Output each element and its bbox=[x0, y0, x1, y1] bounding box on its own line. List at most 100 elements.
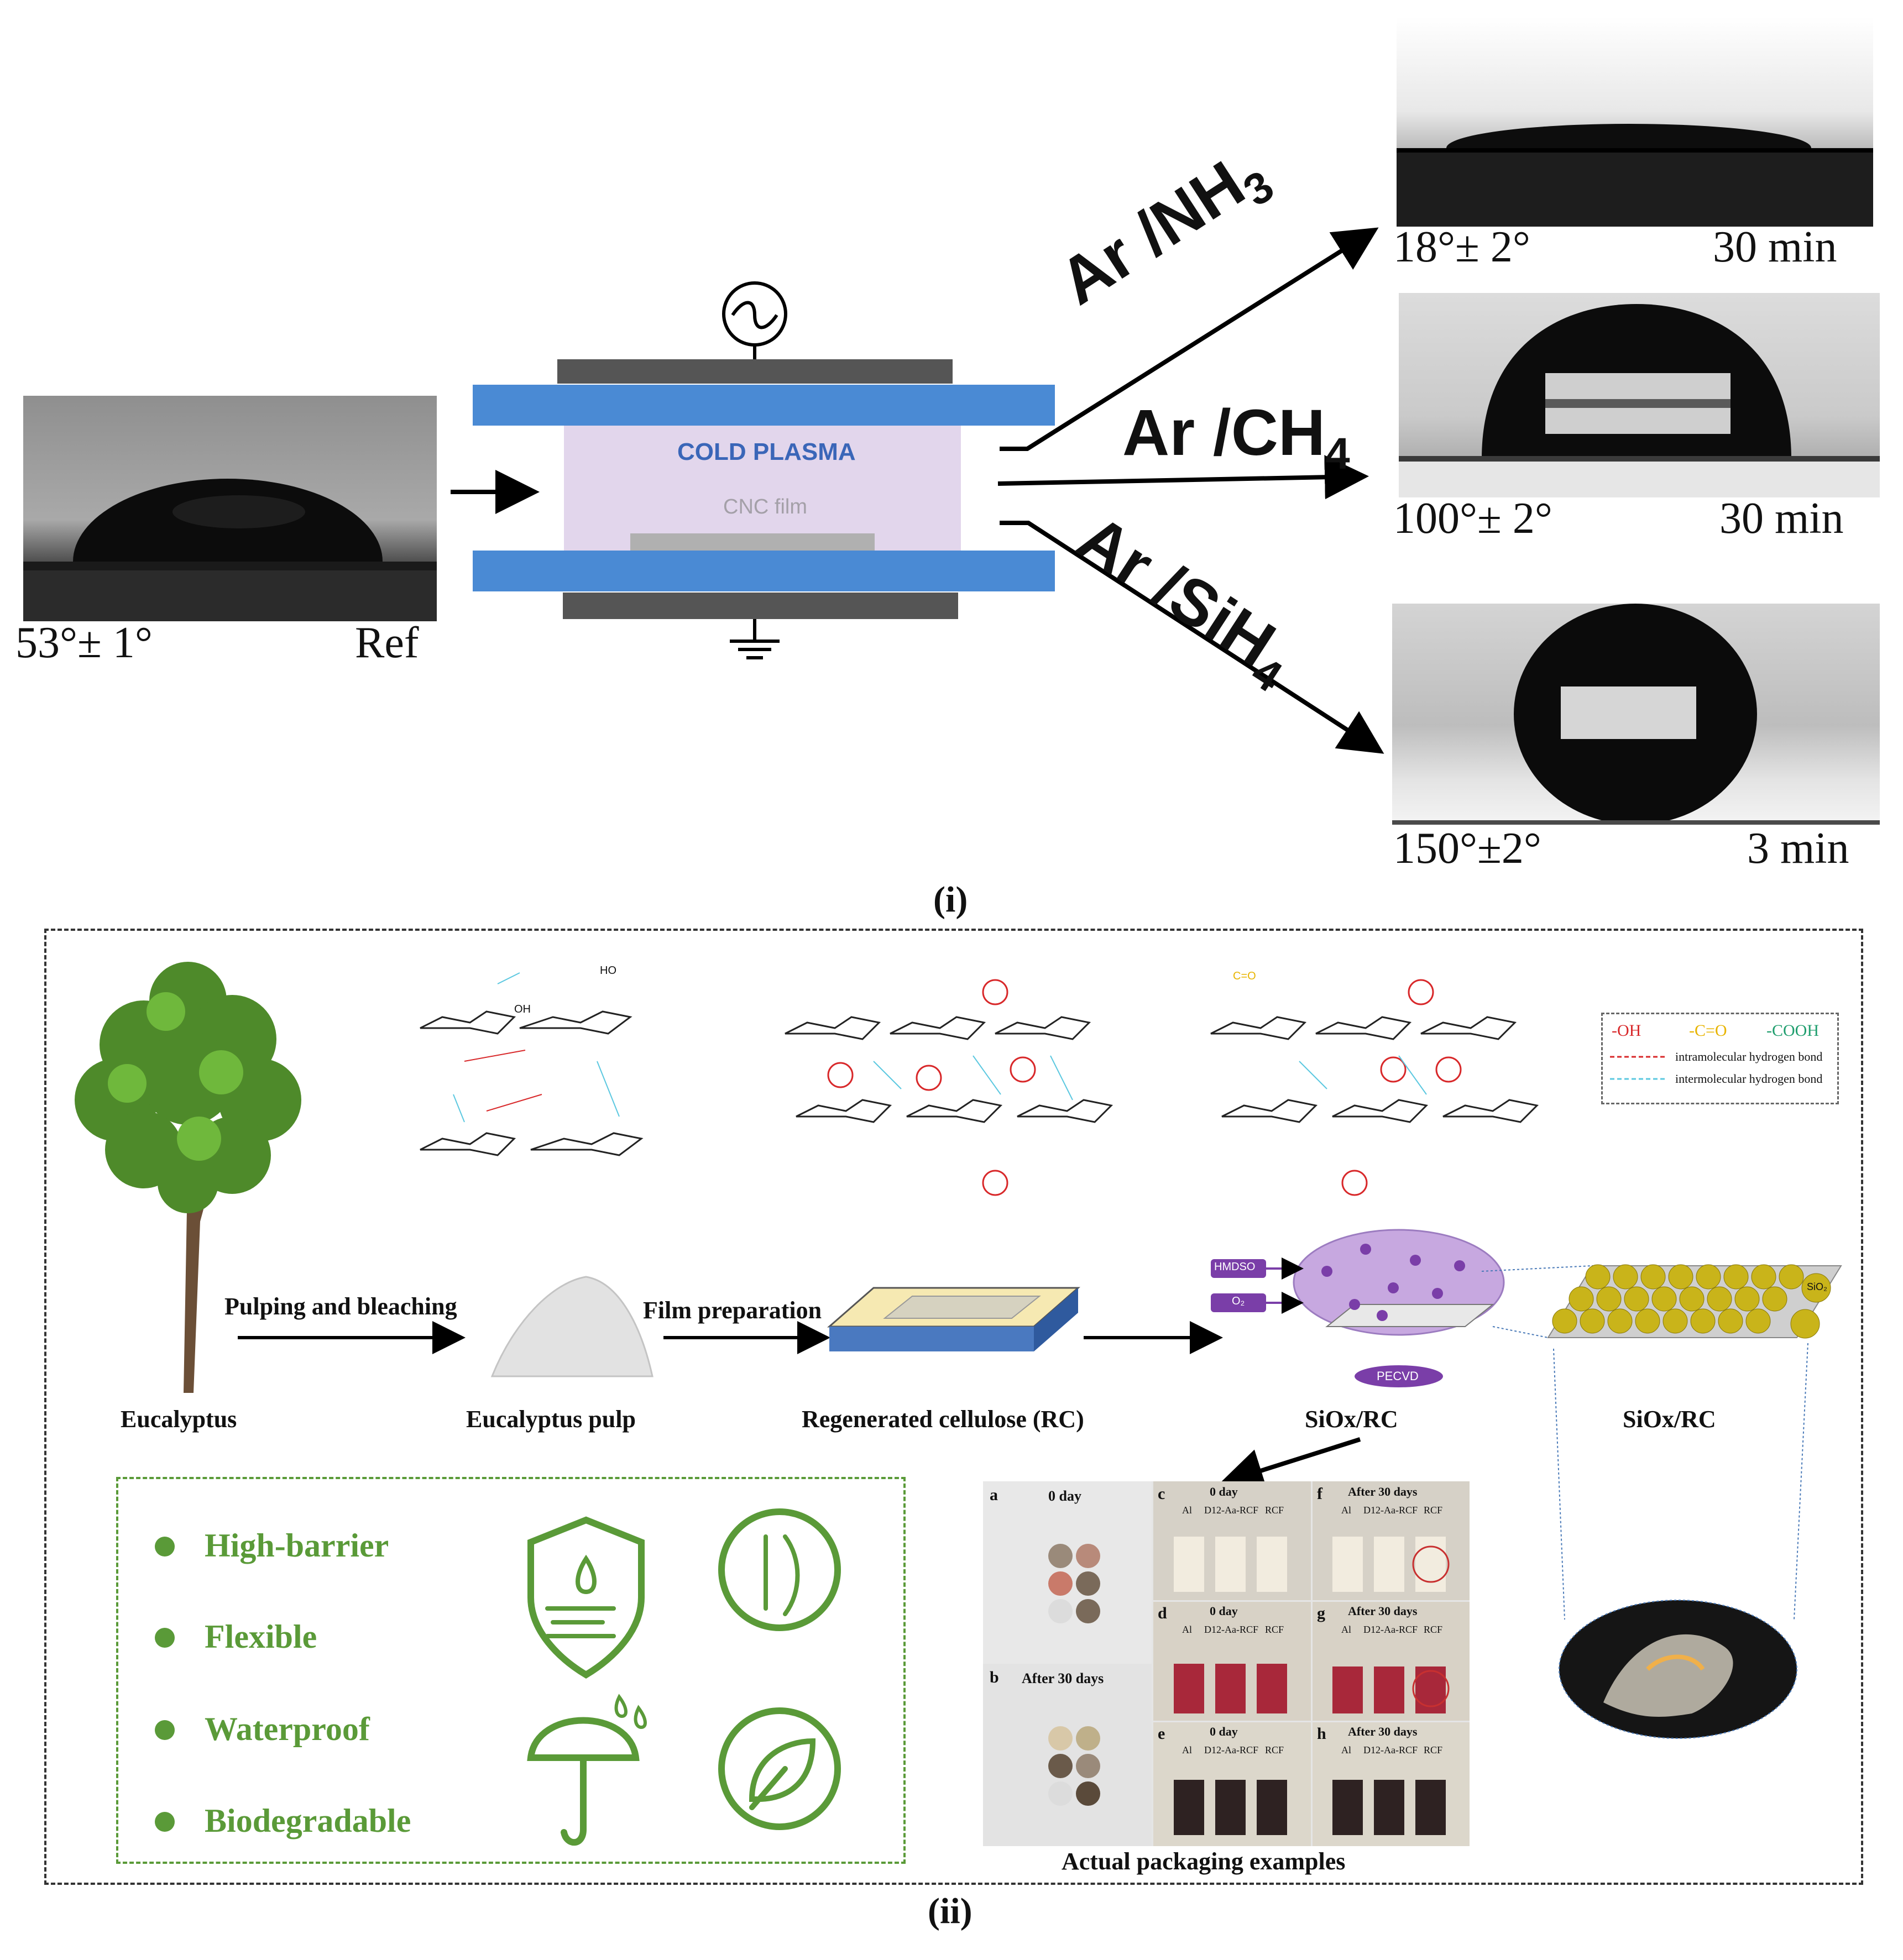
step-pulping: Pulping and bleaching bbox=[224, 1293, 457, 1320]
pack-letter-a: a bbox=[990, 1486, 998, 1504]
structure-siox bbox=[1210, 979, 1539, 1196]
structure-modified bbox=[785, 979, 1113, 1196]
label-siox-pecvd: SiOx/RC bbox=[1305, 1406, 1398, 1433]
pack-letter-g: g bbox=[1317, 1604, 1325, 1622]
bond-legend bbox=[1601, 1013, 1839, 1104]
label-eucalyptus: Eucalyptus bbox=[121, 1406, 237, 1433]
structure-rc bbox=[420, 1010, 644, 1156]
col-label: Al bbox=[1182, 1505, 1192, 1516]
o2-label: O₂ bbox=[1232, 1295, 1245, 1307]
col-label: Al bbox=[1341, 1505, 1351, 1516]
plasma-reactor-diagram bbox=[451, 227, 1384, 754]
legend-intra: intramolecular hydrogen bond bbox=[1675, 1050, 1823, 1063]
biodegradable-leaf-icon bbox=[718, 1707, 841, 1830]
feature-flexible: Flexible bbox=[205, 1618, 317, 1655]
bottom-dielectric bbox=[473, 551, 1055, 591]
packaging-title: Actual packaging examples bbox=[1062, 1848, 1346, 1875]
chem-label-ho: HO bbox=[600, 965, 616, 977]
hmdso-label: HMDSO bbox=[1214, 1261, 1256, 1273]
top-dielectric bbox=[473, 385, 1055, 426]
label-rc: Regenerated cellulose (RC) bbox=[802, 1406, 1084, 1433]
arrow-nh3 bbox=[1000, 227, 1379, 451]
packaging-jars bbox=[1048, 1537, 1450, 1835]
pecvd-label: PECVD bbox=[1377, 1369, 1419, 1383]
arrow-ch4 bbox=[997, 455, 1369, 500]
reference-label: Ref bbox=[355, 619, 419, 667]
feature-high-barrier: High-barrier bbox=[205, 1527, 389, 1564]
flexible-icon bbox=[718, 1508, 841, 1631]
step-film: Film preparation bbox=[643, 1297, 822, 1324]
pack-title-f: After 30 days bbox=[1348, 1485, 1418, 1498]
jar-cluster-a bbox=[1048, 1544, 1100, 1623]
cnc-film-label: CNC film bbox=[723, 495, 807, 518]
time-ch4: 30 min bbox=[1719, 494, 1844, 543]
legend-cooh: -COOH bbox=[1766, 1021, 1819, 1040]
panel-ii-caption: (ii) bbox=[928, 1891, 973, 1931]
label-pulp: Eucalyptus pulp bbox=[466, 1406, 636, 1433]
arrow-sih4 bbox=[1000, 521, 1384, 754]
pack-title-g: After 30 days bbox=[1348, 1604, 1418, 1618]
col-label: Al bbox=[1341, 1744, 1351, 1755]
col-label: D12-Aa-RCF bbox=[1204, 1624, 1258, 1635]
pack-letter-e: e bbox=[1158, 1725, 1165, 1743]
time-sih4: 3 min bbox=[1747, 824, 1849, 873]
col-label: Al bbox=[1182, 1624, 1192, 1635]
col-label: D12-Aa-RCF bbox=[1204, 1505, 1258, 1516]
arrow-packaging bbox=[1219, 1437, 1361, 1492]
pack-title-a: 0 day bbox=[1048, 1488, 1081, 1504]
shield-icon bbox=[527, 1516, 645, 1679]
panel-ii bbox=[44, 929, 1863, 1885]
feature-bullet bbox=[155, 1812, 175, 1832]
cold-plasma-label: COLD PLASMA bbox=[677, 438, 856, 465]
col-label: D12-Aa-RCF bbox=[1363, 1624, 1418, 1635]
pack-title-b: After 30 days bbox=[1022, 1670, 1104, 1686]
pack-panel-b bbox=[983, 1664, 1152, 1846]
gas-label-ch4: Ar /CH4 bbox=[1122, 396, 1350, 478]
pack-title-h: After 30 days bbox=[1348, 1725, 1418, 1738]
time-nh3: 30 min bbox=[1713, 223, 1837, 271]
reference-droplet-shape bbox=[23, 479, 437, 621]
feature-bullet bbox=[155, 1720, 175, 1740]
label-siox-sheet: SiOx/RC bbox=[1623, 1406, 1716, 1433]
panel-i: 53°± 1° Ref COLD PLASMA CNC fi bbox=[0, 0, 1903, 940]
pack-title-d: 0 day bbox=[1210, 1604, 1238, 1618]
col-label: Al bbox=[1341, 1624, 1351, 1635]
droplet-photo-nh3 bbox=[1397, 17, 1873, 227]
bottom-electrode bbox=[563, 593, 958, 619]
eucalyptus-tree-icon bbox=[75, 962, 301, 1393]
col-label: RCF bbox=[1424, 1744, 1443, 1755]
umbrella-icon bbox=[527, 1717, 640, 1761]
col-label: RCF bbox=[1265, 1624, 1284, 1635]
col-label: Al bbox=[1182, 1744, 1192, 1755]
feature-biodegradable: Biodegradable bbox=[205, 1802, 411, 1839]
legend-co: -C=O bbox=[1689, 1021, 1727, 1040]
chem-label-oh: OH bbox=[514, 1003, 531, 1015]
col-label: RCF bbox=[1265, 1505, 1284, 1516]
chem-label-co: C=O bbox=[1233, 970, 1256, 982]
pack-letter-c: c bbox=[1158, 1485, 1165, 1503]
pack-letter-d: d bbox=[1158, 1604, 1167, 1622]
col-label: D12-Aa-RCF bbox=[1204, 1744, 1258, 1755]
cnc-film bbox=[630, 533, 875, 551]
pack-panel-a bbox=[983, 1481, 1152, 1664]
feature-bullet bbox=[155, 1628, 175, 1648]
feature-icons bbox=[527, 1508, 841, 1846]
angle-nh3: 18°± 2° bbox=[1393, 223, 1530, 271]
col-label: D12-Aa-RCF bbox=[1363, 1744, 1418, 1755]
feature-waterproof: Waterproof bbox=[205, 1711, 370, 1747]
angle-sih4: 150°±2° bbox=[1393, 824, 1541, 873]
col-label: RCF bbox=[1424, 1505, 1443, 1516]
droplet-photo-ch4 bbox=[1399, 293, 1880, 497]
cellulose-structures bbox=[420, 972, 1539, 1196]
reference-droplet-photo bbox=[23, 396, 437, 621]
plasma-zone bbox=[564, 426, 961, 551]
pulp-pile-icon bbox=[490, 1276, 653, 1377]
col-label: D12-Aa-RCF bbox=[1363, 1505, 1418, 1516]
panel-i-caption: (i) bbox=[933, 879, 968, 920]
pack-letter-b: b bbox=[990, 1668, 999, 1686]
coagulating-bath-label: coagulating bath bbox=[860, 1351, 971, 1368]
col-label: RCF bbox=[1424, 1624, 1443, 1635]
legend-oh: -OH bbox=[1612, 1021, 1641, 1040]
packaging-photo-grid: a 0 day b After 30 days c 0 day d 0 day … bbox=[983, 1481, 1470, 1846]
